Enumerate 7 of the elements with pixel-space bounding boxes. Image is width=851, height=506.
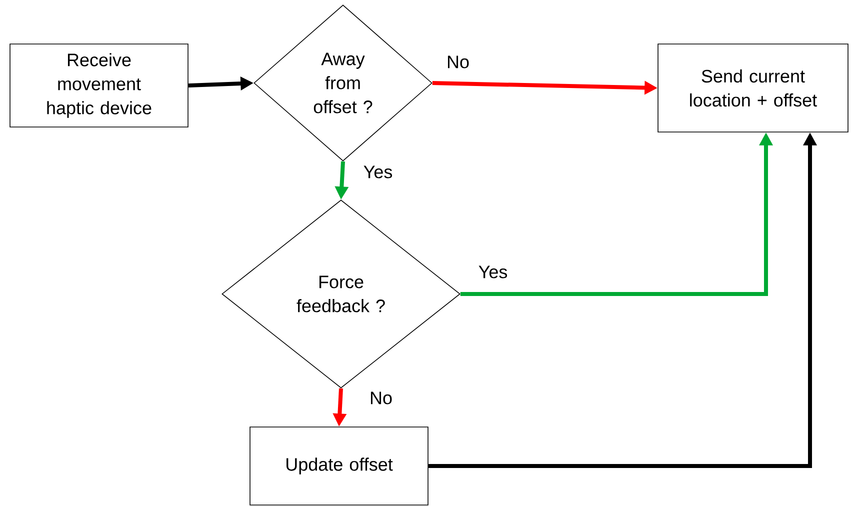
process-box: Receive movement haptic device: [10, 44, 188, 128]
edge-label: No: [368, 390, 394, 406]
process-box: Update offset: [250, 426, 428, 506]
edge-label: Yes: [362, 164, 394, 180]
edge-label: No: [446, 54, 470, 70]
process-box: Send current location + offset: [658, 44, 848, 132]
edge-label: Yes: [477, 264, 509, 280]
